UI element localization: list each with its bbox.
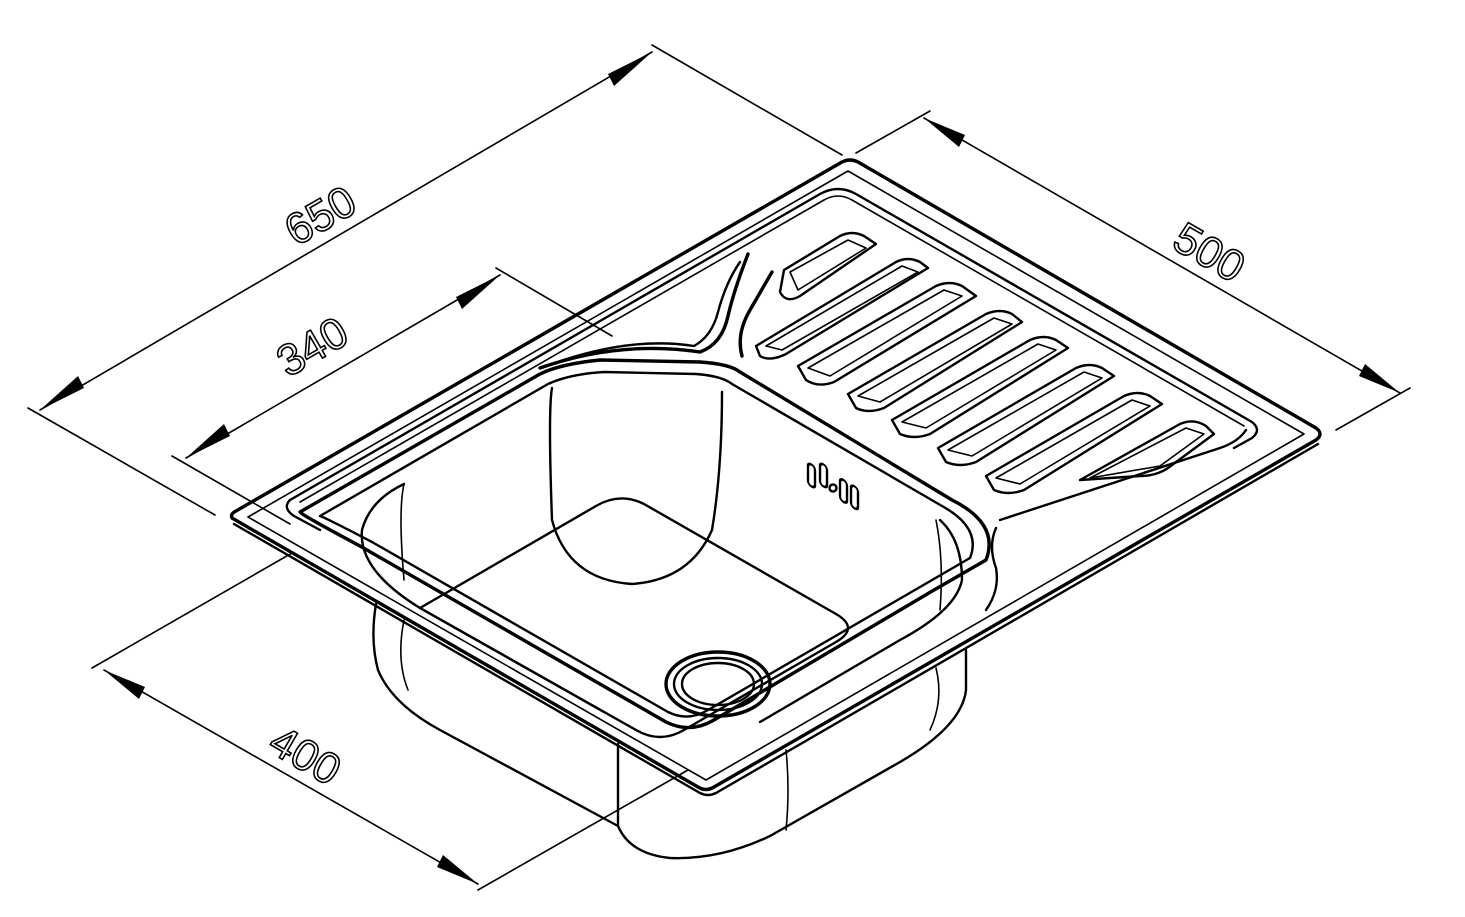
drainboard-rib xyxy=(984,391,1164,495)
dimension-500: 500 xyxy=(855,110,1411,431)
drainboard-rib xyxy=(936,363,1116,467)
dim-340-arrow-right xyxy=(456,275,500,309)
outer-rim xyxy=(229,158,1322,792)
dim-650-arrow-left xyxy=(40,376,84,410)
bowl-right-wall-corner xyxy=(935,519,943,611)
drainboard-rib xyxy=(846,309,1024,413)
dim-400-label: 400 xyxy=(261,716,349,795)
dim-650-label: 650 xyxy=(277,177,365,256)
inner-rim xyxy=(288,187,1259,502)
sink-body xyxy=(229,158,1322,860)
drainboard-rib-inner xyxy=(901,343,1057,429)
drainboard-rib xyxy=(890,335,1070,439)
drainboard-rib-inner xyxy=(857,317,1013,403)
drainboard-rib-inner xyxy=(947,371,1103,457)
dim-500-arrow-bottom xyxy=(1359,364,1400,393)
dim-650-line xyxy=(39,51,653,411)
dim-400-extension-bottom xyxy=(477,769,689,891)
dim-400-extension-top xyxy=(91,552,293,669)
drainer-divider-top xyxy=(538,252,750,370)
dimension-400: 400 xyxy=(91,552,689,891)
drain-middle-ring xyxy=(672,656,764,712)
dim-500-extension-top xyxy=(855,110,931,154)
bowl-underside-curve xyxy=(400,619,409,691)
drainboard-rib-inner xyxy=(807,289,963,377)
overflow-slot xyxy=(849,484,860,511)
dim-400-line xyxy=(103,669,479,885)
drainboard-rib xyxy=(796,281,978,386)
drainboard-ribs xyxy=(754,231,1216,495)
dim-400-arrow-bottom xyxy=(437,855,478,884)
bowl-right-wall xyxy=(758,518,964,724)
overflow-slot xyxy=(806,462,817,489)
bowl-underside-bottom xyxy=(616,648,968,860)
drainboard-rib-inner xyxy=(765,265,919,351)
bowl-floor xyxy=(418,497,850,739)
dim-500-extension-bottom xyxy=(1335,387,1411,431)
dim-650-extension-right xyxy=(651,44,843,156)
drainboard-rib-inner xyxy=(995,399,1151,485)
overflow-hole xyxy=(828,483,838,493)
dimension-340: 340 xyxy=(171,267,613,525)
drainer-divider-lower xyxy=(984,526,999,612)
drainboard-rib xyxy=(1078,420,1216,482)
bowl-opening xyxy=(298,358,991,730)
drainboard-rib-inner xyxy=(1089,427,1205,479)
drainboard-rib xyxy=(778,231,878,301)
dim-340-line xyxy=(185,274,501,459)
outer-rim-thickness xyxy=(232,442,1320,797)
dim-500-label: 500 xyxy=(1165,213,1253,292)
overflow-slots xyxy=(806,462,860,511)
bowl-opening-inner xyxy=(318,370,974,718)
dim-340-extension-left xyxy=(171,455,291,525)
dim-650-extension-left xyxy=(27,407,216,516)
bowl-underside-front xyxy=(785,749,789,831)
drain-inner-ring xyxy=(680,661,756,707)
dim-500-arrow-top xyxy=(924,118,965,147)
overflow-slot xyxy=(838,478,849,504)
bowl-left-wall-corner xyxy=(400,483,405,581)
inner-rim-left xyxy=(285,498,322,532)
dim-340-arrow-left xyxy=(186,424,230,458)
drain-outer-ring xyxy=(664,650,772,718)
dim-500-line xyxy=(923,117,1401,394)
dim-340-extension-right xyxy=(495,267,613,337)
inner-rim-offset xyxy=(299,195,1245,503)
drainboard-rib-inner xyxy=(789,239,867,291)
bowl-underside-right xyxy=(929,667,940,731)
overflow-slot xyxy=(818,462,829,489)
dim-340-label: 340 xyxy=(269,308,357,387)
drainboard-rib xyxy=(754,257,930,360)
dim-650-arrow-right xyxy=(608,52,652,86)
bowl-back-wall xyxy=(548,386,724,586)
drainer-divider-top-offset xyxy=(550,260,742,366)
drainer-divider-inner xyxy=(738,270,774,358)
outer-rim-inner-line xyxy=(247,170,1305,781)
drainer-bottom-edge xyxy=(998,428,1248,522)
bowl-left-wall xyxy=(360,482,606,714)
bowl-underside-left xyxy=(372,602,620,828)
dim-400-arrow-top xyxy=(104,670,145,699)
